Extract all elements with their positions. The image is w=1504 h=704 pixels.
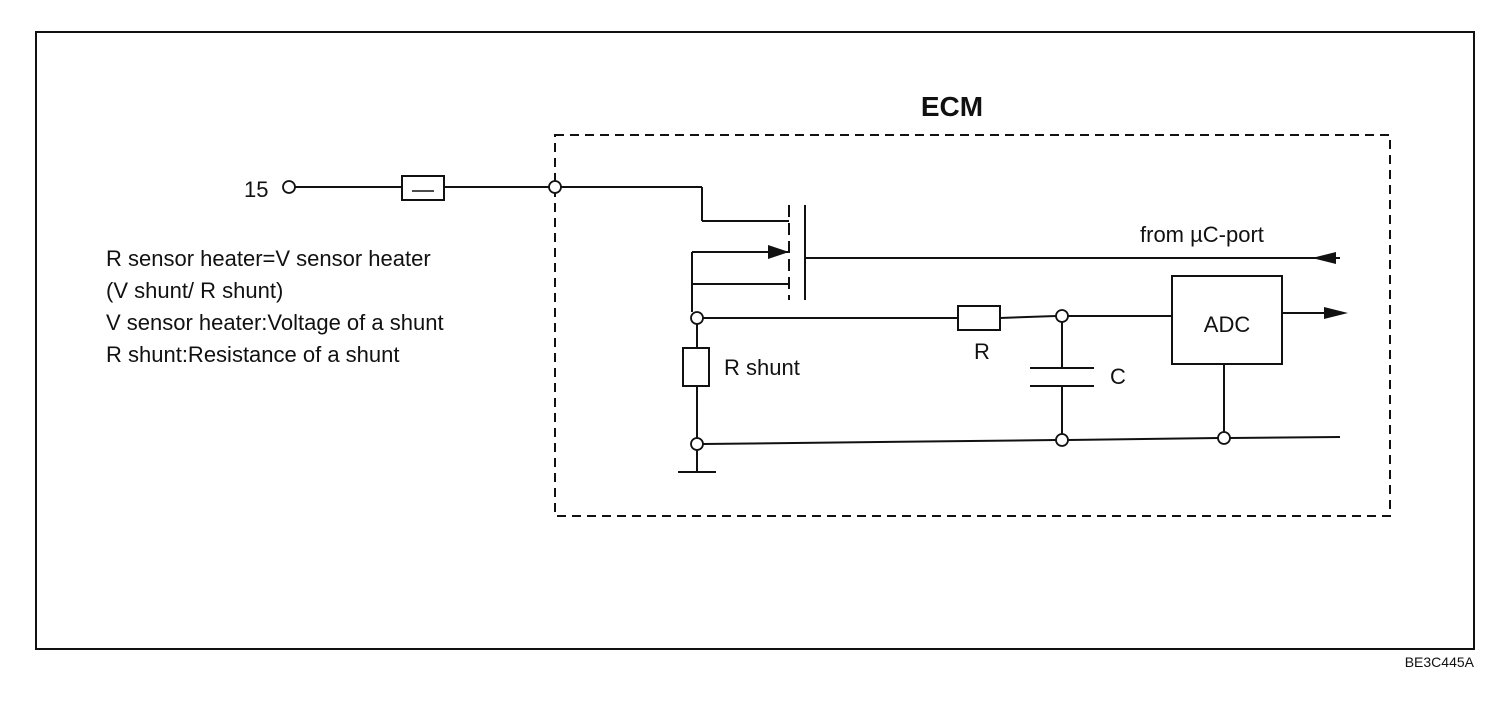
shunt-resistor-label: R shunt [724, 355, 800, 380]
formula-line: (V shunt/ R shunt) [106, 278, 283, 303]
outer-frame [35, 31, 1475, 650]
adc-label: ADC [1204, 312, 1251, 337]
ground-node-cap [1055, 433, 1069, 447]
resistor-r-shunt [682, 347, 710, 387]
fuse [401, 175, 445, 201]
formula-text-block: R sensor heater=V sensor heater (V shunt… [106, 246, 444, 367]
formula-line: V sensor heater:Voltage of a shunt [106, 310, 444, 335]
supply-terminal-label: 15 [244, 177, 268, 202]
adc-input-node [1055, 309, 1069, 323]
formula-line: R shunt:Resistance of a shunt [106, 342, 400, 367]
capacitor-label: C [1110, 364, 1126, 389]
mosfet-switch [691, 205, 806, 300]
supply-terminal-node [282, 180, 296, 194]
ground-node-left [690, 437, 704, 451]
adc-output-arrow [1324, 307, 1348, 319]
adc-block [1171, 275, 1283, 365]
ecm-boundary [554, 134, 1391, 517]
capacitor-c [1030, 367, 1094, 387]
resistor-r [957, 305, 1001, 331]
figure-code: BE3C445A [1405, 654, 1475, 670]
gate-signal-arrow [1312, 252, 1336, 264]
from-port-label: from µC-port [1140, 222, 1264, 247]
resistor-label: R [974, 339, 990, 364]
source-node [690, 311, 704, 325]
formula-line: R sensor heater=V sensor heater [106, 246, 431, 271]
ecm-input-connector [548, 180, 562, 194]
ground-node-adc [1217, 431, 1231, 445]
ecm-label: ECM [921, 91, 983, 122]
